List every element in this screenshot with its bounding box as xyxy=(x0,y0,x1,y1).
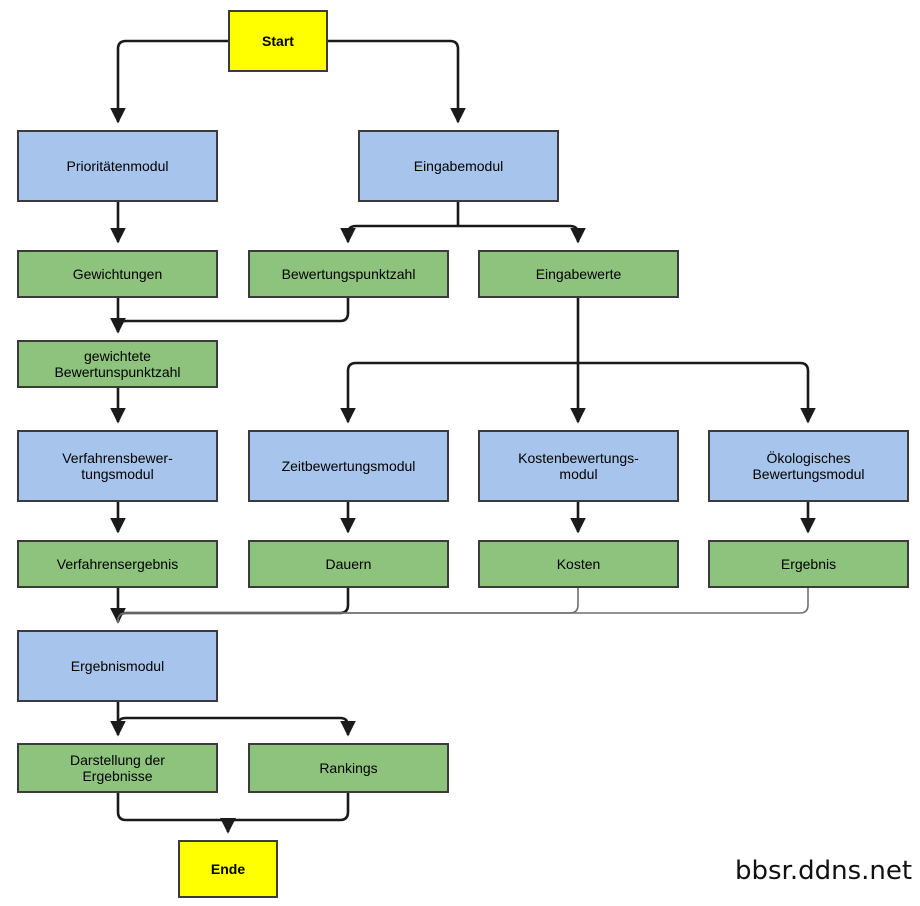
node-ende[interactable]: Ende xyxy=(178,840,278,898)
node-gewbewpunkt[interactable]: gewichtete Bewertunspunktzahl xyxy=(17,340,218,388)
node-ergebnis[interactable]: Ergebnis xyxy=(708,540,909,588)
edge-rankings-ende xyxy=(220,793,350,834)
node-bewpunkt[interactable]: Bewertungspunktzahl xyxy=(248,250,449,298)
node-start[interactable]: Start xyxy=(228,10,328,72)
edge-ergebnis-ergmodul xyxy=(117,588,809,622)
node-verfmodul[interactable]: Verfahrensbewer- tungsmodul xyxy=(17,430,218,502)
node-darstellung[interactable]: Darstellung der Ergebnisse xyxy=(17,743,218,793)
edge-start-eingabemodul xyxy=(328,39,466,124)
edge-dauern-ergmodul xyxy=(110,588,350,624)
node-dauern[interactable]: Dauern xyxy=(248,540,449,588)
edge-eingabewerte-zeitmodul xyxy=(340,361,578,424)
node-eingabewerte[interactable]: Eingabewerte xyxy=(478,250,679,298)
node-zeitmodul[interactable]: Zeitbewertungsmodul xyxy=(248,430,449,502)
edge-bewpunkt-gewbewpunkt xyxy=(110,298,350,334)
edge-darstellung-ende xyxy=(116,793,236,834)
edge-ergmodul-rankings xyxy=(116,716,356,737)
watermark-label: bbsr.ddns.net xyxy=(735,856,913,886)
node-ergmodul[interactable]: Ergebnismodul xyxy=(17,630,218,702)
node-verferg[interactable]: Verfahrensergebnis xyxy=(17,540,218,588)
node-rankings[interactable]: Rankings xyxy=(248,743,449,793)
edge-eingabemodul-bewpunkt xyxy=(340,224,458,244)
edge-start-prio xyxy=(110,39,228,124)
node-kostenmodul[interactable]: Kostenbewertungs- modul xyxy=(478,430,679,502)
edge-eingabemodul-eingabewerte xyxy=(458,224,586,244)
node-prio[interactable]: Prioritätenmodul xyxy=(17,130,218,202)
node-kosten[interactable]: Kosten xyxy=(478,540,679,588)
node-eingabemodul[interactable]: Eingabemodul xyxy=(358,130,559,202)
edge-eingabewerte-oekomodul xyxy=(578,361,816,424)
node-gewichtungen[interactable]: Gewichtungen xyxy=(17,250,218,298)
node-oekomodul[interactable]: Ökologisches Bewertungsmodul xyxy=(708,430,909,502)
